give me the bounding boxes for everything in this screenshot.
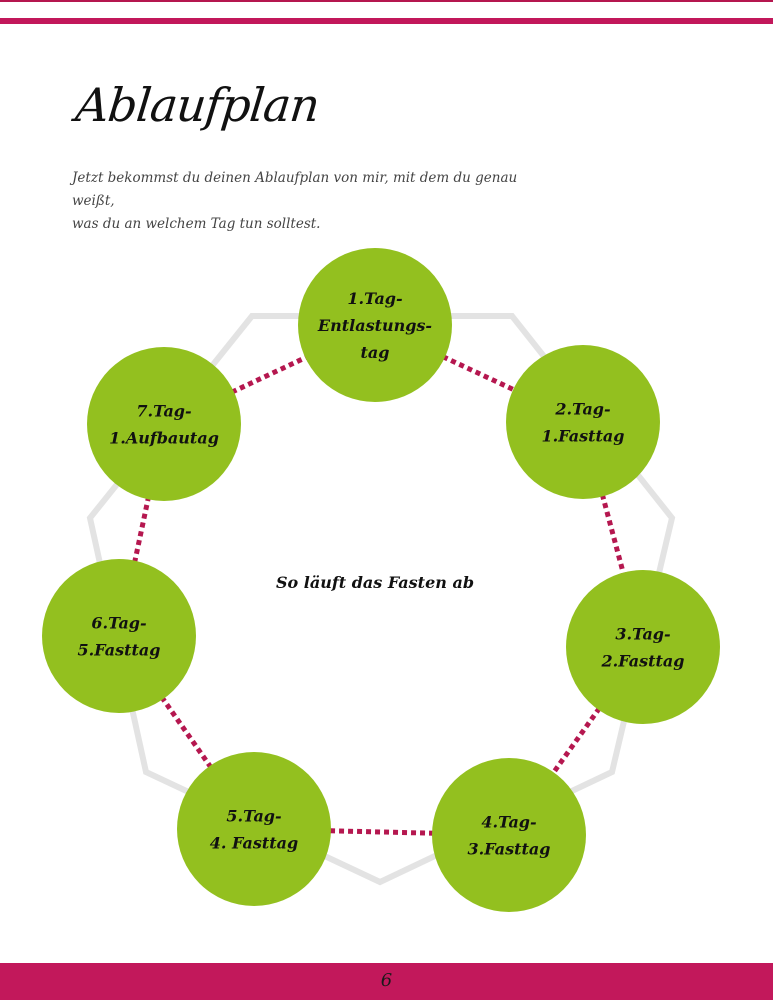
step-7: 7.Tag- 1.Aufbautag	[87, 347, 241, 501]
page-number: 6	[380, 970, 393, 991]
connector-1-2	[441, 354, 517, 393]
step-circle	[506, 345, 660, 499]
step-3: 3.Tag- 2.Fasttag	[566, 570, 720, 724]
step-label-line: 3.Fasttag	[468, 840, 551, 859]
step-label-line: tag	[361, 343, 390, 362]
connector-5-6	[159, 696, 214, 769]
step-label-line: 4.Tag-	[481, 813, 536, 832]
step-label-line: 1.Aufbautag	[109, 429, 219, 448]
step-6: 6.Tag- 5.Fasttag	[42, 559, 196, 713]
top-accent-bar	[0, 18, 773, 24]
center-label: So läuft das Fasten ab	[276, 573, 474, 592]
step-label-line: 1.Tag-	[347, 289, 402, 308]
top-accent-line	[0, 0, 773, 2]
connector-7-1	[230, 354, 309, 395]
intro-text: Jetzt bekommst du deinen Ablaufplan von …	[72, 167, 542, 236]
step-label-line: Entlastungs-	[317, 316, 432, 335]
intro-line-1: Jetzt bekommst du deinen Ablaufplan von …	[72, 170, 518, 209]
footer-bar	[0, 963, 773, 1000]
step-circle	[42, 559, 196, 713]
step-2: 2.Tag- 1.Fasttag	[506, 345, 660, 499]
step-label-line: 3.Tag-	[615, 625, 670, 644]
step-label-line: 7.Tag-	[136, 402, 191, 421]
step-label-line: 5.Tag-	[226, 807, 281, 826]
step-label-line: 1.Fasttag	[542, 427, 625, 446]
intro-line-2: was du an welchem Tag tun solltest.	[72, 216, 321, 232]
step-circle	[566, 570, 720, 724]
step-circles: 1.Tag- Entlastungs-tag 2.Tag- 1.Fasttag 3.Ta…	[42, 248, 720, 912]
step-label-line: 2.Tag-	[554, 400, 610, 419]
step-circle	[432, 758, 586, 912]
step-5: 5.Tag- 4. Fasttag	[177, 752, 331, 906]
step-1: 1.Tag- Entlastungs-tag	[298, 248, 452, 402]
step-label-line: 2.Fasttag	[601, 652, 685, 671]
connector-6-7	[132, 496, 151, 564]
step-label-line: 4. Fasttag	[210, 834, 298, 853]
connector-4-5	[328, 828, 435, 836]
connector-lines	[132, 354, 627, 836]
step-4: 4.Tag- 3.Fasttag	[432, 758, 586, 912]
step-label-line: 5.Fasttag	[78, 641, 161, 660]
step-circle	[298, 248, 452, 402]
connector-2-3	[599, 493, 627, 576]
step-circle	[87, 347, 241, 501]
step-label-line: 6.Tag-	[91, 614, 146, 633]
connector-3-4	[550, 706, 602, 776]
step-circle	[177, 752, 331, 906]
